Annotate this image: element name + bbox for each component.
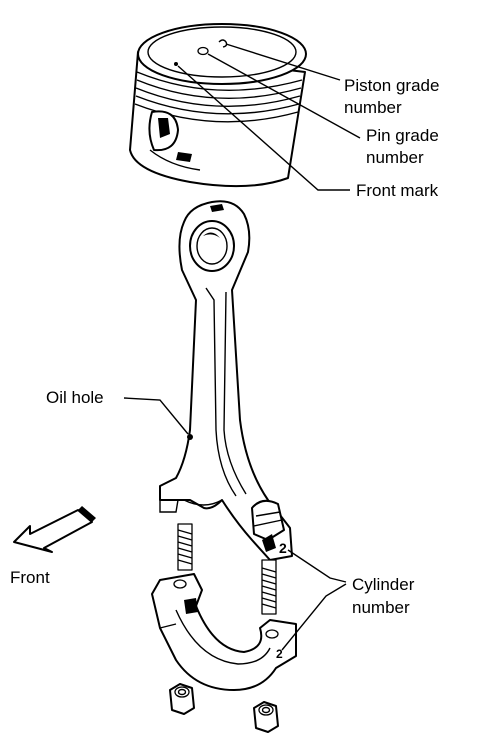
leader-front-mark	[177, 65, 350, 191]
piston-grade-label-line1: Piston grade	[344, 76, 440, 95]
piston-grade-mark	[218, 39, 228, 48]
leader-cyl-rod	[287, 549, 347, 583]
nut-left	[169, 683, 195, 715]
pin-grade-label-line2: number	[366, 148, 424, 167]
pin-grade-label-line1: Pin grade	[366, 126, 439, 145]
rod-cylinder-number: 2	[279, 540, 287, 556]
leader-lines	[123, 43, 361, 651]
nut-right	[253, 701, 279, 733]
cylinder-number-label-line2: number	[352, 598, 410, 617]
front-label: Front	[10, 568, 50, 587]
leader-piston-grade	[225, 43, 341, 81]
rod-cap: 2	[151, 573, 297, 691]
front-mark-dot	[174, 62, 178, 66]
piston-grade-label-line2: number	[344, 98, 402, 117]
bolt-right	[261, 559, 277, 615]
bolt-left	[177, 523, 193, 571]
leader-oil-hole	[123, 397, 189, 435]
cap-cylinder-number: 2	[276, 647, 283, 661]
oil-hole	[187, 434, 193, 440]
pin-grade-mark	[197, 46, 209, 56]
oil-hole-label: Oil hole	[46, 388, 104, 407]
connecting-rod: 2	[159, 200, 293, 561]
front-mark-label: Front mark	[356, 181, 439, 200]
leader-pin-grade	[207, 53, 361, 139]
leader-cyl-cap	[281, 583, 347, 651]
cylinder-number-label-line1: Cylinder	[352, 575, 415, 594]
rod-bolts	[177, 523, 277, 615]
piston	[129, 23, 307, 188]
front-arrow	[13, 506, 96, 553]
